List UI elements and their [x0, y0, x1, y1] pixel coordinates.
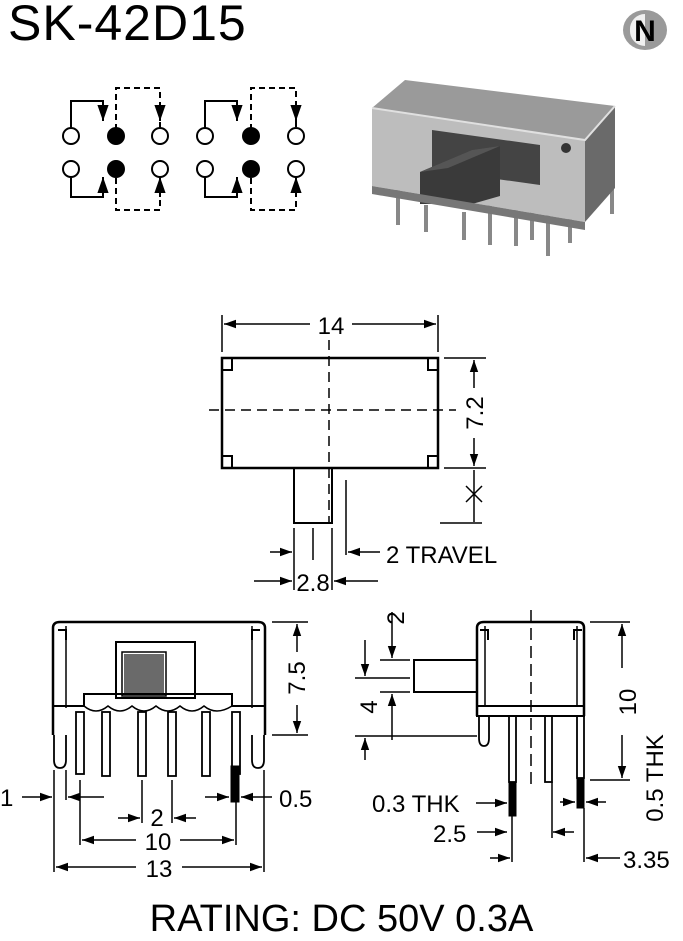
switch-schematic: [62, 87, 305, 211]
left-offset-label: 1: [0, 785, 13, 812]
front-height-label: 7.5: [284, 661, 311, 694]
side-actuator-pos-label: 4: [356, 700, 383, 713]
top-view-body: [220, 356, 440, 470]
pin-pitch-label: 2: [150, 805, 163, 832]
schematic-group-1: [62, 87, 169, 211]
side-offset-label: 3.35: [623, 847, 670, 874]
overall-width-label: 13: [146, 856, 173, 883]
side-pitch-label: 2.5: [433, 821, 466, 848]
switch-3d-render: [371, 80, 616, 256]
part-number-title: SK-42D15: [8, 0, 247, 51]
actuator-width-label: 2.8: [296, 570, 329, 597]
side-thk-label: 0.5 THK: [642, 734, 669, 822]
front-actuator: [115, 641, 196, 699]
side-actuator: [413, 659, 478, 693]
schematic-group-2: [196, 87, 305, 211]
brand-logo: N: [623, 10, 667, 50]
travel-label: 2 TRAVEL: [386, 542, 497, 569]
side-view-drawing: [355, 610, 630, 863]
side-actuator-height-label: 2: [383, 611, 410, 624]
inner-span-label: 10: [145, 829, 172, 856]
front-view-drawing: [22, 620, 308, 872]
side-pin-thk-label: 0.3 THK: [372, 791, 460, 818]
top-height-label: 7.2: [462, 396, 489, 429]
top-view-drawing: [209, 315, 486, 590]
logo-letter: N: [634, 15, 656, 48]
side-pin-length-label: 10: [615, 689, 642, 716]
rating-text: RATING: DC 50V 0.3A: [149, 898, 534, 940]
front-pin-thk-label: 0.5: [279, 786, 312, 813]
top-view-actuator: [293, 467, 333, 524]
top-width-label: 14: [318, 313, 345, 340]
